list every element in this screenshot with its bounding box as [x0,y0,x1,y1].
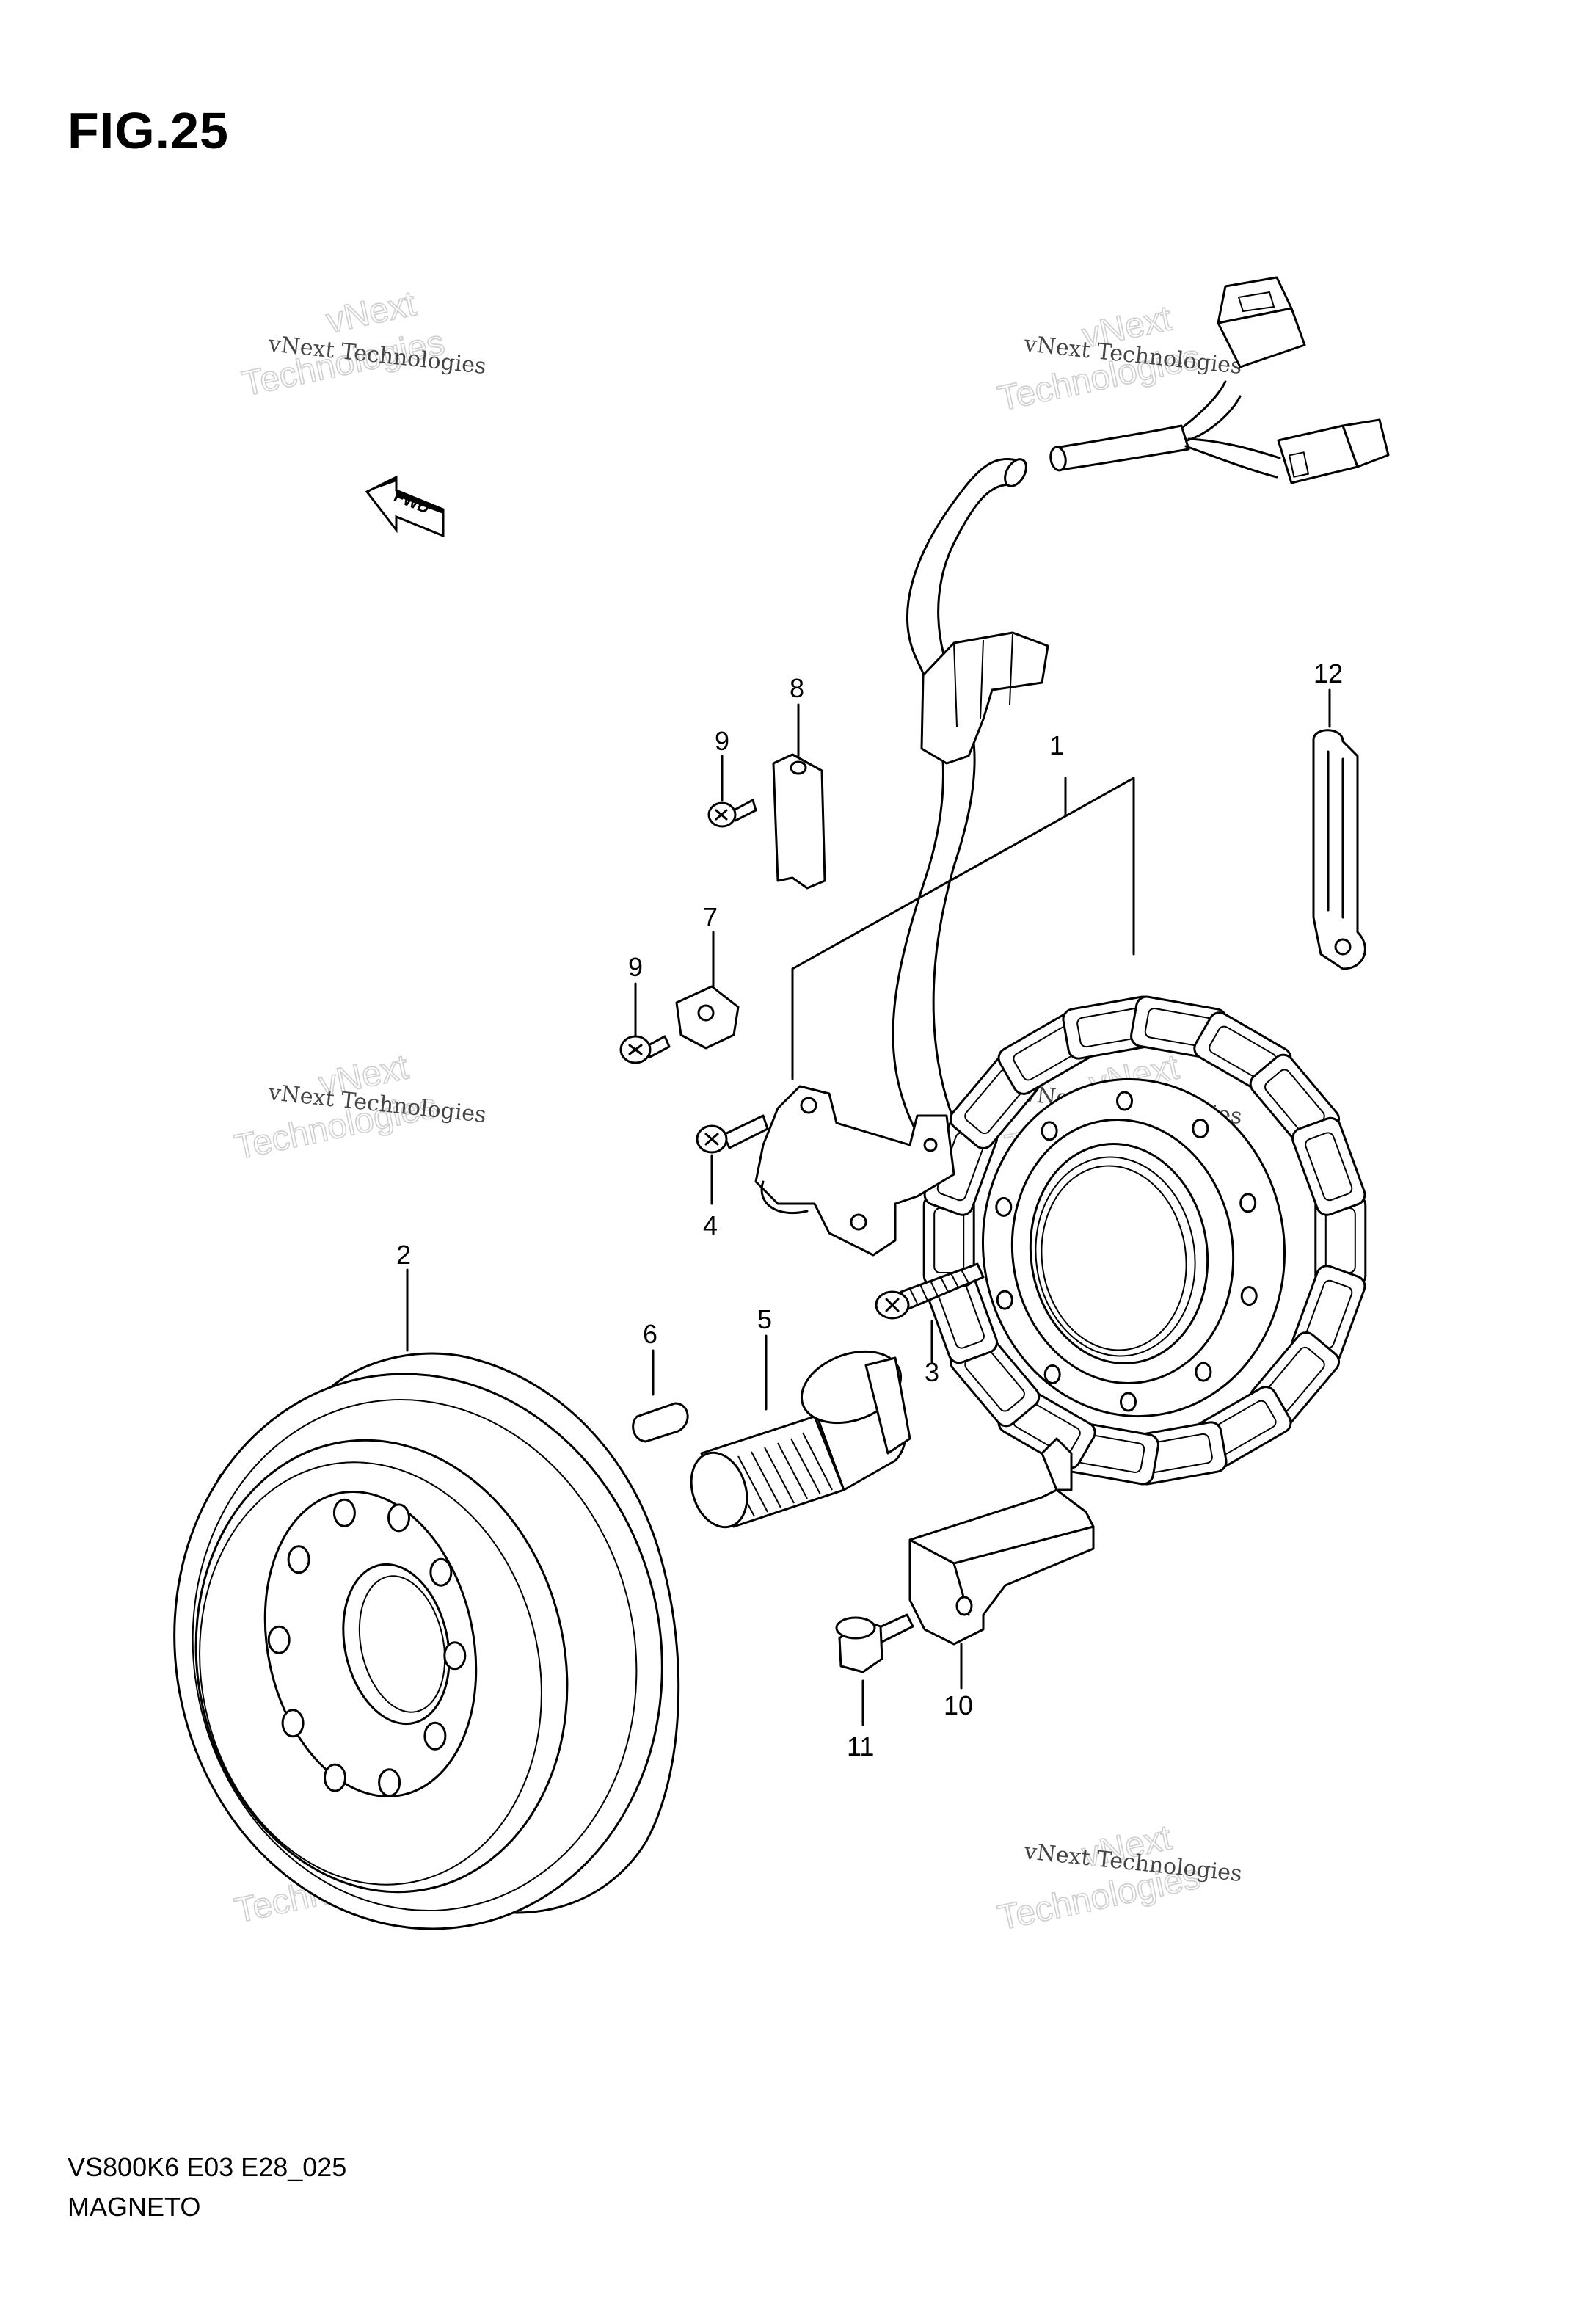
stator-bolt-hole [1195,1362,1212,1382]
cover-bolt [835,1613,914,1726]
callout-5: 5 [757,1304,772,1334]
wire-clamp [675,931,740,1050]
callout-9-upper: 9 [715,726,729,756]
rotor-hole [281,1709,305,1738]
woodruff-key [632,1349,689,1443]
rotor-hole [324,1763,346,1792]
rotor-bolt [690,1334,911,1529]
callout-10: 10 [944,1690,973,1720]
callout-1: 1 [1049,730,1064,760]
stator-bolt-hole [1043,1364,1061,1384]
magneto-rotor [173,1268,680,1930]
watermark-top-right: vNext Technologies [994,298,1205,419]
rotor-hole [429,1557,453,1587]
callout-11: 11 [847,1731,874,1762]
bracket-screw [696,1114,769,1205]
stator-bolt-hole [1041,1121,1058,1141]
callout-6: 6 [643,1319,657,1349]
stator-bolt-hole [1120,1392,1137,1412]
callout-12: 12 [1313,658,1343,688]
rotor-hole [423,1721,447,1751]
rotor-hole [378,1768,401,1797]
stator-bolt-hole [995,1196,1013,1217]
rotor-hole [332,1498,356,1527]
stator-screw [875,1262,985,1364]
stator-tooth-winding [1305,1132,1353,1202]
clamp-screw-upper [707,755,757,828]
callout-labels: 1 2 3 4 5 6 7 8 9 9 10 11 12 [396,658,1343,1762]
stator-bolt-hole [1116,1091,1133,1111]
callout-2: 2 [396,1240,411,1270]
stator-bolt-hole [1192,1119,1209,1138]
rotor-hole [387,1503,410,1533]
rotor-hole [443,1641,467,1671]
callout-4: 4 [703,1210,718,1240]
lead-wire-plate [1312,688,1366,970]
forward-arrow-icon: FWD [365,475,445,538]
figure-code: VS800K6 E03 E28_025 [68,2152,347,2182]
stator-bolt-hole [1240,1286,1258,1306]
clamp-screw-lower [619,982,671,1064]
callout-8: 8 [790,673,804,703]
wire-guide-plate [772,703,826,890]
stator-bolt-hole [1239,1193,1257,1213]
stator-coil [754,777,1367,1486]
rotor-hole [267,1625,291,1654]
callout-3: 3 [925,1357,939,1387]
figure-title: FIG.25 [68,102,229,159]
lead-wire-cover [908,1437,1095,1690]
stator-bolt-hole [996,1290,1013,1310]
stator-tooth [1291,1116,1366,1216]
callout-9-lower: 9 [628,952,643,982]
wiring-harness [892,276,1390,1168]
figure-name: MAGNETO [68,2192,201,2222]
rotor-hole [287,1545,310,1574]
callout-7: 7 [703,902,718,932]
